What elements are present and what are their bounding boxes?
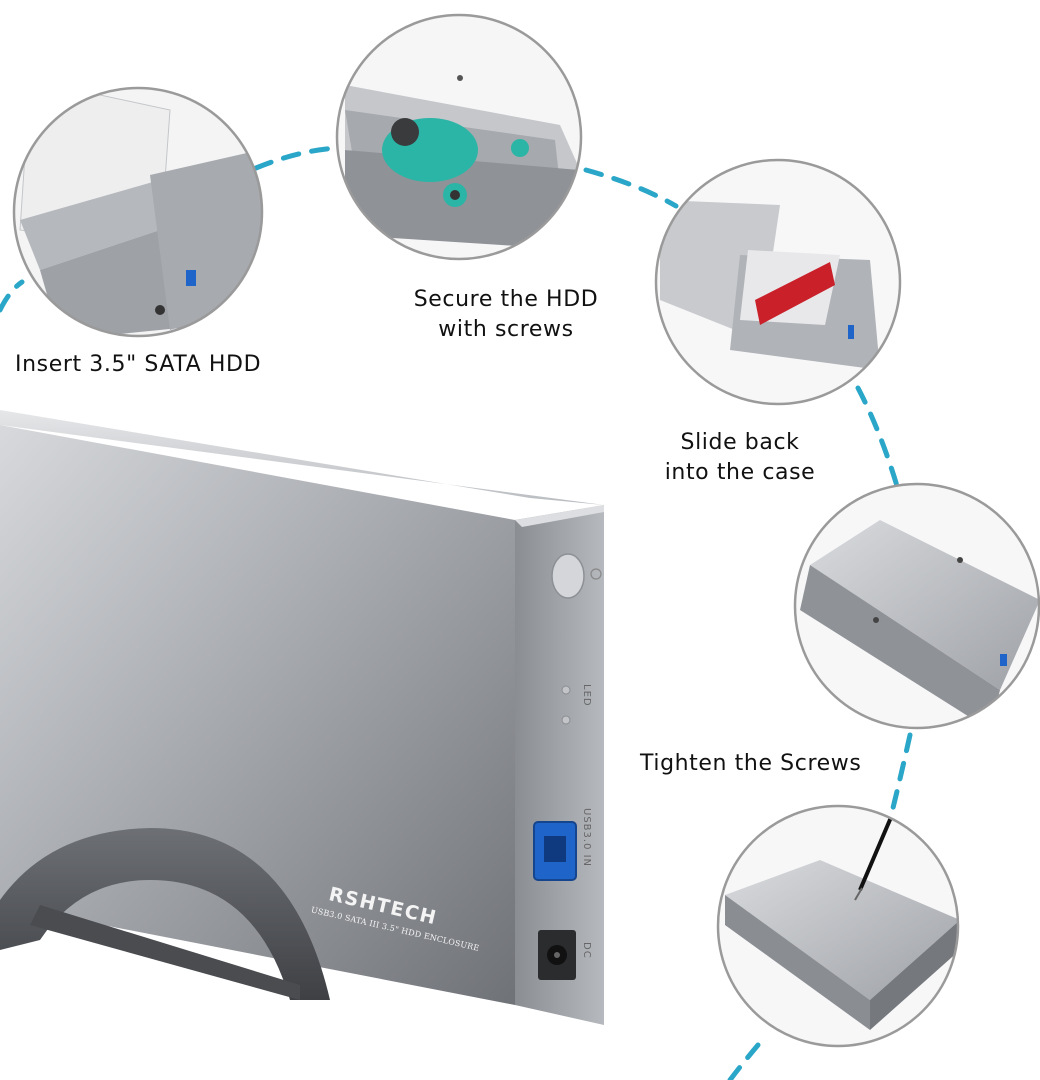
step-3-caption-line1: Slide back <box>680 430 800 455</box>
step-4-caption: Tighten the Screws <box>640 751 862 776</box>
step-4-image <box>793 482 1040 730</box>
dashed-connector <box>0 145 913 1080</box>
step-1-caption: Insert 3.5" SATA HDD <box>15 352 262 377</box>
step-5-image <box>716 804 960 1048</box>
step-3-image <box>654 158 902 406</box>
usb-port-label: USB3.0 IN <box>581 808 592 868</box>
step-2-caption: Secure the HDD with screws <box>396 285 616 345</box>
step-2-caption-line1: Secure the HDD <box>413 287 599 312</box>
step-3-caption-line2: into the case <box>664 460 816 485</box>
enclosure-illustration <box>0 410 604 1025</box>
step-2-image <box>335 13 583 261</box>
led-label: LED <box>581 684 592 707</box>
step-2-caption-line2: with screws <box>438 317 574 342</box>
step-3-caption: Slide back into the case <box>640 428 840 488</box>
step-1-image <box>12 86 264 338</box>
dc-port-label: DC <box>581 942 592 959</box>
